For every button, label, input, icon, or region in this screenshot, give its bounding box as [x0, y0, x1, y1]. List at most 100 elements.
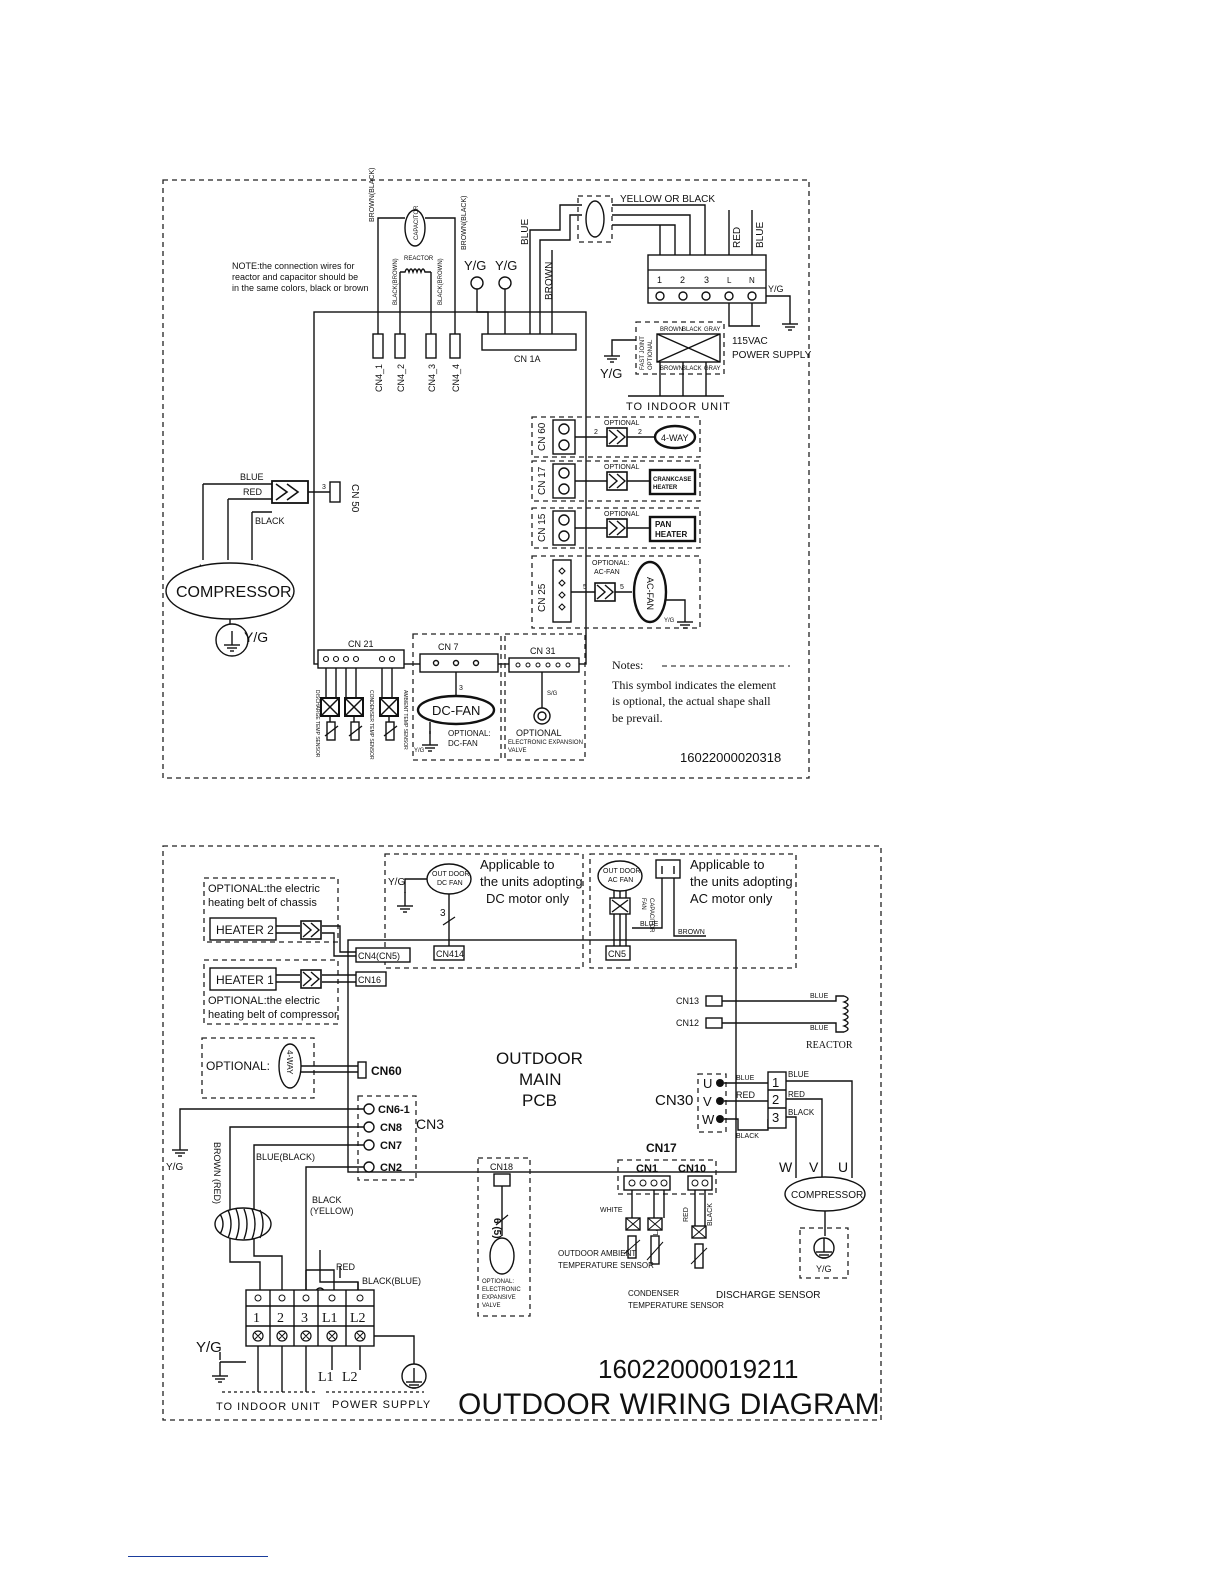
d1-cn50-label: CN 50 [349, 484, 360, 513]
svg-text:OUT DOOR: OUT DOOR [603, 868, 641, 875]
d2-pcb-line-2: MAIN [519, 1070, 562, 1089]
svg-text:EXPANSIVE: EXPANSIVE [482, 1295, 516, 1301]
d1-cn15-optional [531, 507, 701, 549]
d2-red-wire: RED [336, 1262, 356, 1272]
d2-v: V [809, 1159, 819, 1175]
d2-compressor-label: COMPRESSOR [791, 1190, 863, 1201]
svg-text:HEATER: HEATER [653, 485, 678, 491]
d2-cn10: CN10 [678, 1163, 706, 1175]
d1-power-supply: POWER SUPPLY [732, 350, 812, 361]
d2-fan-capacitor [655, 859, 681, 879]
d2-cn13: CN13 [676, 996, 699, 1006]
d1-sensor-condenser: CONDENSER TEMP SENSOR [368, 690, 374, 760]
d1-sensor-connectors [320, 697, 399, 717]
d1-cn4-1: CN4_1 [374, 364, 384, 392]
svg-text:BLUE: BLUE [810, 993, 829, 1000]
d1-cn25-optional [531, 555, 701, 629]
d1-cn31-label: CN 31 [530, 646, 556, 656]
d2-heater2 [209, 917, 277, 941]
d2-eev [489, 1237, 515, 1275]
d1-cn17-optional [531, 460, 701, 502]
d2-cn8: CN8 [380, 1122, 402, 1134]
d2-cn2: CN2 [380, 1162, 402, 1174]
svg-text:RED: RED [736, 1090, 756, 1100]
d2-outdoor-dc-fan [426, 863, 472, 895]
d1-note-line-2: reactor and capacitor should be [232, 272, 358, 282]
d1-optional-acfan-2: AC-FAN [594, 569, 620, 576]
d2-cn12: CN12 [676, 1018, 699, 1028]
d1-4way-valve [653, 424, 697, 450]
svg-text:OPTIONAL:: OPTIONAL: [206, 1059, 270, 1073]
diagram-2-border [162, 845, 882, 1421]
svg-text:3: 3 [772, 1110, 779, 1125]
svg-text:BLUE: BLUE [788, 1070, 809, 1079]
d1-notes-line-3: be prevail. [612, 711, 663, 725]
svg-text:ELECTRONIC: ELECTRONIC [482, 1287, 521, 1293]
d1-cn4-3: CN4_3 [427, 364, 437, 392]
d2-reactor-label: REACTOR [806, 1040, 853, 1051]
d1-sensor-discharge: DISCHARGE TEMP SENSOR [314, 690, 320, 758]
d2-cn60: CN60 [371, 1064, 402, 1078]
svg-text:OPTIONAL:: OPTIONAL: [482, 1279, 514, 1285]
footer-link-underline [128, 1556, 268, 1557]
d1-red-label: RED [732, 227, 743, 248]
d2-heater1-optional [203, 959, 339, 1025]
d1-brown-label: BROWN [544, 262, 555, 300]
d1-cn21 [317, 649, 405, 669]
d2-comp-ground-box [799, 1227, 849, 1279]
d2-magnetic-ring [214, 1207, 272, 1241]
svg-text:L2: L2 [350, 1311, 366, 1326]
svg-text:1: 1 [657, 275, 662, 285]
d2-applicable-ac-3: AC motor only [690, 891, 773, 906]
d2-outdoor-ambient-1: OUTDOOR AMBIENT [558, 1249, 636, 1258]
d2-black-label: BLACK [736, 1133, 759, 1140]
d1-wire-label-brown-2: BROWN(BLACK) [461, 196, 468, 250]
svg-text:FAN: FAN [640, 898, 646, 910]
d1-eev-label-3: VALVE [508, 748, 526, 754]
d1-4way-label: 4-WAY [661, 433, 689, 443]
d1-cn1a-label: CN 1A [514, 354, 541, 364]
svg-text:WHITE: WHITE [600, 1207, 623, 1214]
d1-cn7-label: CN 7 [438, 642, 459, 652]
d2-4way-optional [201, 1037, 315, 1099]
d1-dc-fan [416, 694, 496, 726]
svg-text:BLACK: BLACK [788, 1108, 815, 1117]
svg-text:1: 1 [253, 1311, 260, 1326]
d1-cn4-2: CN4_2 [396, 364, 406, 392]
d2-heater2-optional [203, 877, 339, 943]
d1-cn50 [329, 481, 341, 503]
diagram-1-border [162, 179, 810, 779]
svg-text:BLUE: BLUE [810, 1025, 829, 1032]
svg-text:2: 2 [638, 429, 642, 436]
svg-text:BLACK: BLACK [707, 1203, 714, 1226]
d1-terminal-screws [655, 291, 757, 301]
svg-text:RED: RED [683, 1207, 690, 1222]
svg-text:CAPACITOR: CAPACITOR [648, 898, 654, 933]
d1-cn31-optional [504, 633, 586, 761]
d1-to-indoor-unit: TO INDOOR UNIT [626, 401, 731, 413]
d1-cn25-label: CN 25 [537, 583, 548, 612]
svg-text:PAN: PAN [655, 520, 672, 529]
d1-cn15-label: CN 15 [537, 513, 548, 542]
d2-cn3-label: CN3 [416, 1116, 444, 1132]
d1-sensor-ambient: AMBIENT TEMP SENSOR [402, 690, 408, 750]
d2-cn30: CN30 [655, 1092, 693, 1109]
d1-wire-label-black-brown-2: BLACK(BROWN) [438, 258, 444, 305]
d2-cn6-1: CN6-1 [378, 1104, 410, 1116]
svg-text:2: 2 [594, 429, 598, 436]
d1-fast-joint-label: FAST JOINT [640, 336, 646, 370]
d2-brown-red: BROWN (RED) [212, 1142, 222, 1204]
svg-text:CN16: CN16 [358, 975, 381, 985]
svg-text:W: W [702, 1112, 715, 1127]
d2-black-blue: BLACK(BLUE) [362, 1276, 421, 1286]
d2-u: U [838, 1159, 848, 1175]
d2-compressor-terminal [767, 1071, 787, 1129]
svg-text:CN414: CN414 [436, 949, 464, 959]
d2-discharge: DISCHARGE SENSOR [716, 1290, 820, 1301]
d2-main-pcb [347, 939, 737, 1173]
svg-text:VALVE: VALVE [482, 1303, 500, 1309]
d2-blue-black: BLUE(BLACK) [256, 1152, 315, 1162]
d1-capacitor-label: CAPACITOR [414, 205, 420, 240]
d2-title: OUTDOOR WIRING DIAGRAM [458, 1388, 880, 1421]
